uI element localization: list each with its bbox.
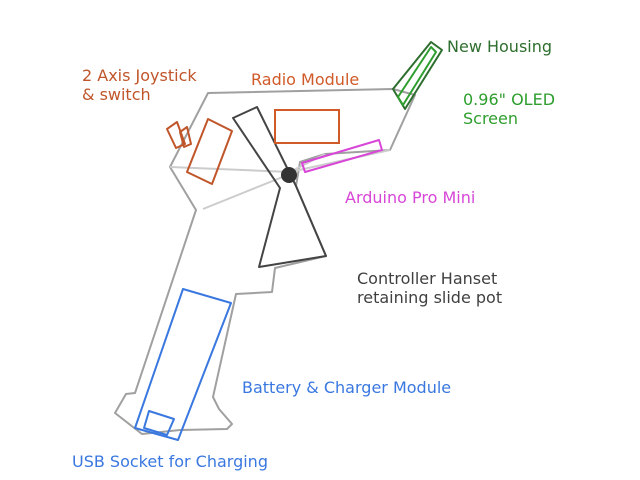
handset-housing-outline [114, 88, 416, 435]
housing-guide-lines [169, 149, 391, 210]
joystick-label-line2: & switch [82, 85, 151, 104]
new-housing-label: New Housing [447, 37, 552, 56]
radio-module-label-text: Radio Module [251, 70, 360, 89]
slide-pot-label: Controller Hanset retaining slide pot [357, 269, 502, 307]
new-housing-label-text: New Housing [447, 37, 553, 56]
oled-label-line1: 0.96" OLED [463, 90, 556, 109]
radio-module [274, 109, 340, 144]
usb-socket-label: USB Socket for Charging [72, 452, 268, 471]
battery-charger-module [134, 288, 232, 441]
joystick-label-line1: 2 Axis Joystick [82, 66, 197, 85]
joystick-label: 2 Axis Joystick & switch [82, 66, 197, 104]
oled-label-line2: Screen [463, 109, 519, 128]
slide-pot-pivot [281, 167, 297, 183]
joystick-module [166, 118, 233, 185]
slide-pot-outline [232, 106, 327, 268]
arduino-pro-mini [301, 139, 383, 173]
usb-socket-label-text: USB Socket for Charging [72, 452, 268, 471]
oled-screen [397, 46, 437, 106]
oled-screen-label: 0.96" OLED Screen [463, 90, 555, 128]
slide-pot-label-line2: retaining slide pot [357, 288, 503, 307]
radio-module-label: Radio Module [251, 70, 359, 89]
usb-socket [143, 410, 175, 436]
slide-pot-label-line1: Controller Hanset [357, 269, 498, 288]
arduino-label: Arduino Pro Mini [345, 188, 475, 207]
battery-label-text: Battery & Charger Module [242, 378, 452, 397]
arduino-label-text: Arduino Pro Mini [345, 188, 476, 207]
battery-label: Battery & Charger Module [242, 378, 451, 397]
